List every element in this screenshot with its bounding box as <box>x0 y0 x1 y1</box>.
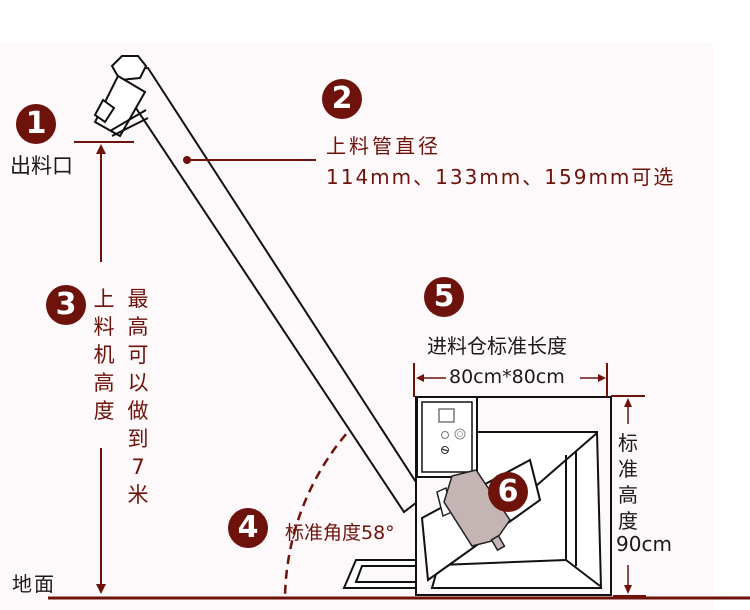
standard-angle-label: 标准角度58° <box>285 522 395 544</box>
knob-icon <box>454 428 466 440</box>
motor <box>436 469 511 552</box>
callout-badge-1: 1 <box>16 104 56 144</box>
hopper-length-title: 进料仓标准长度 <box>427 334 567 358</box>
standard-height-value: 90cm <box>616 532 672 556</box>
machine-height-max: 最高可以做到7米 <box>127 287 149 507</box>
hopper-dimension: 80cm*80cm <box>449 366 565 388</box>
standard-height-title: 标准高度 <box>618 431 638 533</box>
outlet-label: 出料口 <box>10 154 73 178</box>
callout-badge-5: 5 <box>424 277 464 317</box>
callout-badge-6: 6 <box>488 472 528 512</box>
ground-label: 地面 <box>12 572 56 596</box>
control-panel <box>416 396 478 478</box>
pipe-head <box>93 55 149 138</box>
callout-badge-4: 4 <box>228 508 268 548</box>
display-icon <box>438 408 455 423</box>
indicator-light-icon <box>441 431 449 439</box>
pipe-diameter-options: 114mm、133mm、159mm可选 <box>326 165 676 189</box>
base-frame <box>342 559 427 589</box>
callout-badge-3: 3 <box>46 285 86 325</box>
pipe-diameter-title: 上料管直径 <box>326 134 441 158</box>
angle-arc <box>283 422 357 599</box>
machine-height-label: 上料机高度 <box>93 287 115 423</box>
callout-badge-2: 2 <box>322 79 362 119</box>
